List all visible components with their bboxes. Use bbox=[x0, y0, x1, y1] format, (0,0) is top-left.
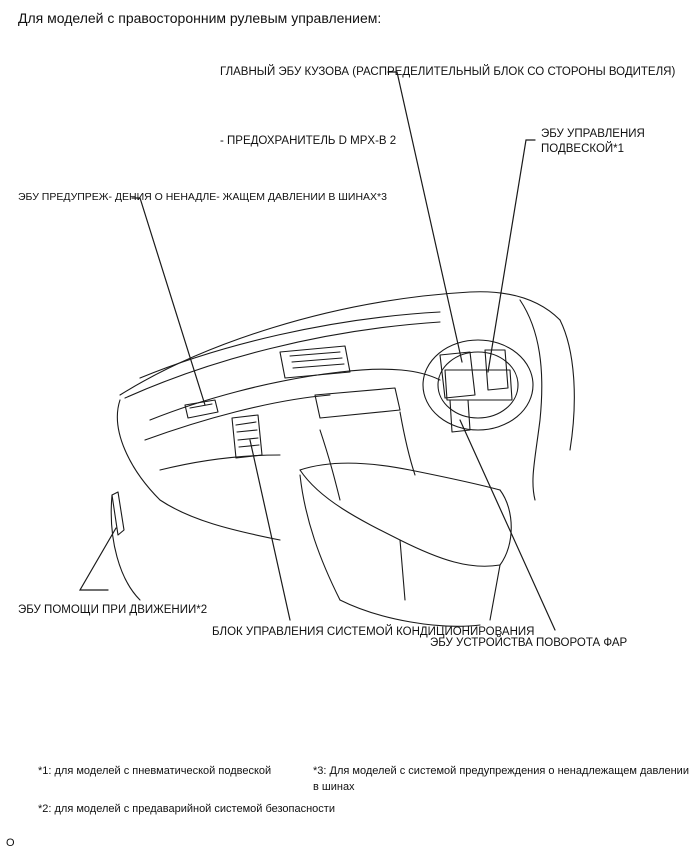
callout-ac-unit: БЛОК УПРАВЛЕНИЯ СИСТЕМОЙ КОНДИЦИОНИРОВАН… bbox=[212, 626, 535, 638]
tpms-ecu-shape bbox=[184, 399, 219, 419]
center-tunnel bbox=[299, 469, 501, 567]
dashboard-outline bbox=[116, 399, 281, 541]
ac-unit-shape bbox=[231, 414, 263, 459]
callout-fuse: - ПРЕДОХРАНИТЕЛЬ D MPX-B 2 bbox=[220, 135, 397, 147]
steering-wheel bbox=[422, 339, 534, 431]
callout-body-ecu: ГЛАВНЫЙ ЭБУ КУЗОВА (РАСПРЕДЕЛИТЕЛЬНЫЙ БЛ… bbox=[220, 66, 676, 78]
leader-tpms-ecu bbox=[131, 197, 206, 406]
leader-driving-support bbox=[78, 527, 117, 591]
leader-suspension-ecu bbox=[487, 139, 536, 373]
callout-suspension-ecu: ЭБУ УПРАВЛЕНИЯ ПОДВЕСКОЙ*1 bbox=[541, 128, 645, 155]
page-header: Для моделей с правосторонним рулевым упр… bbox=[18, 10, 382, 26]
callout-tpms-ecu: ЭБУ ПРЕДУПРЕЖ- ДЕНИЯ О НЕНАДЛЕ- ЖАЩЕМ ДА… bbox=[18, 191, 387, 203]
callout-headlight-swivel-ecu: ЭБУ УСТРОЙСТВА ПОВОРОТА ФАР bbox=[430, 637, 628, 649]
left-door-panel bbox=[111, 491, 125, 536]
footnote-2: *2: для моделей с предаварийной системой… bbox=[38, 803, 335, 815]
footnote-3: *3: Для моделей с системой предупреждени… bbox=[313, 765, 689, 793]
footnote-1: *1: для моделей с пневматической подвеск… bbox=[38, 765, 272, 777]
leader-body-ecu bbox=[387, 71, 463, 363]
center-vents bbox=[279, 345, 351, 379]
leader-headlight-swivel bbox=[459, 419, 556, 631]
leader-ac-unit bbox=[249, 439, 291, 621]
figure-code: O bbox=[6, 837, 15, 849]
callout-driving-support-ecu: ЭБУ ПОМОЩИ ПРИ ДВИЖЕНИИ*2 bbox=[18, 604, 208, 616]
